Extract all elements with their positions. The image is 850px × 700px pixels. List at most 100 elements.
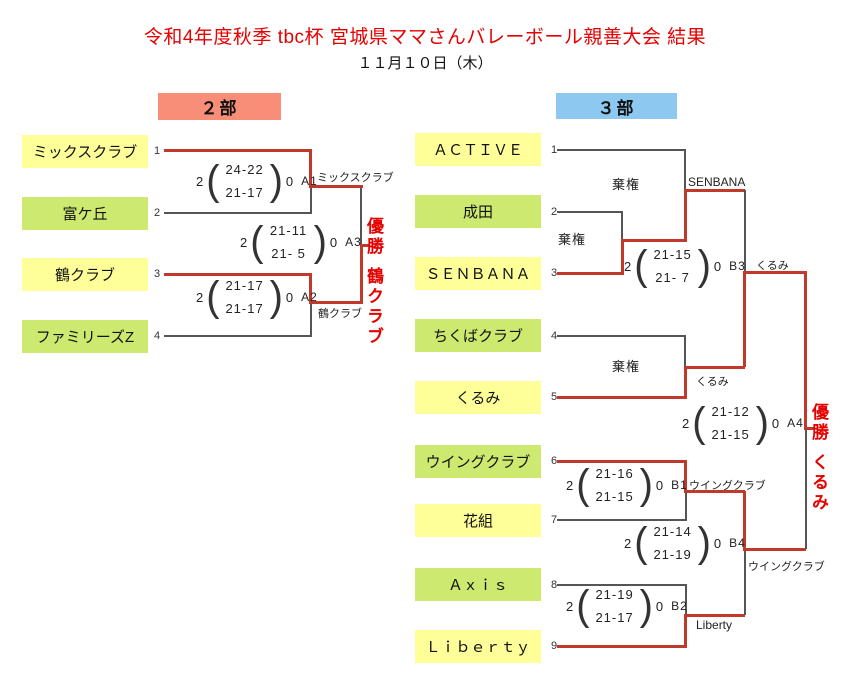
bracket-line (310, 304, 312, 337)
winner-label: SENBANA (688, 175, 746, 189)
bracket-line (164, 212, 311, 214)
bracket-line (360, 244, 363, 304)
winner-sets: 2 (196, 173, 204, 189)
bracket-line (743, 548, 806, 551)
bracket-line (684, 614, 687, 648)
close-paren: ) (269, 273, 283, 321)
winner-sets: 2 (624, 258, 632, 274)
winner-label: ウイングクラブ (689, 480, 766, 492)
match-code: B4 (729, 536, 746, 550)
division3-header: ３部 (556, 93, 677, 119)
match-code: B2 (671, 599, 688, 613)
match-score-b1: 2 ( 21-16 21-15 ) 0 B1 (566, 461, 688, 509)
team-box: 鶴クラブ (22, 258, 148, 291)
bracket-line (804, 271, 807, 429)
winner-sets: 2 (566, 477, 574, 493)
seed-number: 3 (550, 267, 558, 279)
set-score: 21-17 (225, 278, 264, 293)
division2-champion: 優勝鶴クラブ (361, 217, 386, 347)
bracket-line (621, 240, 624, 275)
bracket-line (743, 271, 746, 367)
bracket-line (164, 335, 311, 337)
winner-sets: 2 (682, 415, 690, 431)
bracket-line (744, 550, 746, 615)
bracket-line (164, 149, 311, 152)
close-paren: ) (639, 461, 653, 509)
winner-label: ウイングクラブ (748, 561, 825, 573)
bracket-line (684, 460, 687, 493)
seed-number: 3 (153, 268, 161, 280)
winner-sets: 2 (566, 598, 574, 614)
champion-name: 鶴クラブ (364, 267, 383, 347)
set-score: 21-15 (595, 489, 634, 504)
set-score: 21- 7 (655, 270, 690, 285)
set-score: 21-15 (653, 247, 692, 262)
champion-tick (360, 244, 370, 247)
winner-label: ミックスクラブ (317, 172, 394, 184)
bracket-line (684, 366, 745, 369)
page-title: 令和4年度秋季 tbc杯 宮城県ママさんバレーボール親善大会 結果 (143, 27, 707, 48)
set-score: 21-14 (653, 524, 692, 539)
division2-header: ２部 (158, 93, 281, 120)
open-paren: ( (250, 218, 264, 266)
winner-label: くるみ (756, 260, 789, 272)
loser-sets: 0 (713, 535, 722, 551)
loser-sets: 0 (655, 477, 664, 493)
seed-number: 2 (153, 207, 161, 219)
team-box: ＡＣＴＩＶＥ (415, 133, 541, 166)
team-box: 成田 (415, 195, 541, 228)
champion-label: 優勝 (364, 217, 383, 257)
close-paren: ) (639, 582, 653, 630)
match-score-b4: 2 ( 21-14 21-19 ) 0 B4 (624, 522, 746, 564)
bracket-line (685, 493, 687, 521)
loser-sets: 0 (655, 598, 664, 614)
match-score-a4: 2 ( 21-12 21-15 ) 0 A4 (682, 399, 804, 447)
open-paren: ( (576, 461, 590, 509)
set-score: 21-15 (711, 427, 750, 442)
loser-sets: 0 (713, 258, 722, 274)
bracket-line (360, 188, 362, 245)
bracket-line (743, 491, 746, 550)
team-box: 花組 (415, 504, 541, 537)
winner-label: Liberty (696, 618, 733, 632)
seed-number: 5 (550, 391, 558, 403)
match-score-a3: 2 ( 21-11 21- 5 ) 0 A3 (240, 218, 362, 266)
seed-number: 9 (550, 640, 558, 652)
open-paren: ( (576, 582, 590, 630)
match-code: A3 (345, 235, 362, 249)
open-paren: ( (692, 399, 706, 447)
bracket-line (557, 645, 686, 648)
set-score: 21- 5 (271, 246, 306, 261)
match-score-b2: 2 ( 21-19 21-17 ) 0 B2 (566, 582, 688, 630)
bracket-line (557, 335, 686, 337)
match-score-a2: 2 ( 21-17 21-17 ) 0 A2 (196, 273, 318, 321)
bracket-line (557, 584, 686, 586)
set-score: 24-22 (225, 162, 264, 177)
champion-tick (804, 427, 814, 430)
match-code: A2 (301, 290, 318, 304)
set-score: 21-19 (653, 547, 692, 562)
bracket-line (557, 519, 686, 521)
team-box: ファミリーズZ (22, 320, 148, 353)
team-box: 富ケ丘 (22, 197, 148, 230)
close-paren: ) (313, 218, 327, 266)
bracket-line (557, 149, 686, 151)
bracket-line (309, 185, 363, 188)
forfeit-label: 棄権 (612, 177, 641, 192)
team-box: ミックスクラブ (22, 135, 148, 168)
seed-number: 6 (550, 455, 558, 467)
team-box: ウイングクラブ (415, 445, 541, 478)
bracket-line (684, 335, 686, 368)
set-score: 21-17 (595, 610, 634, 625)
bracket-line (684, 189, 745, 192)
bracket-line (805, 429, 807, 549)
bracket-line (164, 273, 311, 276)
bracket-line (557, 272, 623, 275)
set-score: 21-17 (225, 301, 264, 316)
bracket-line (621, 239, 686, 242)
winner-label: 鶴クラブ (318, 308, 362, 320)
bracket-line (684, 149, 686, 190)
match-code: A1 (301, 174, 318, 188)
match-code: B3 (729, 259, 746, 273)
winner-sets: 2 (624, 535, 632, 551)
